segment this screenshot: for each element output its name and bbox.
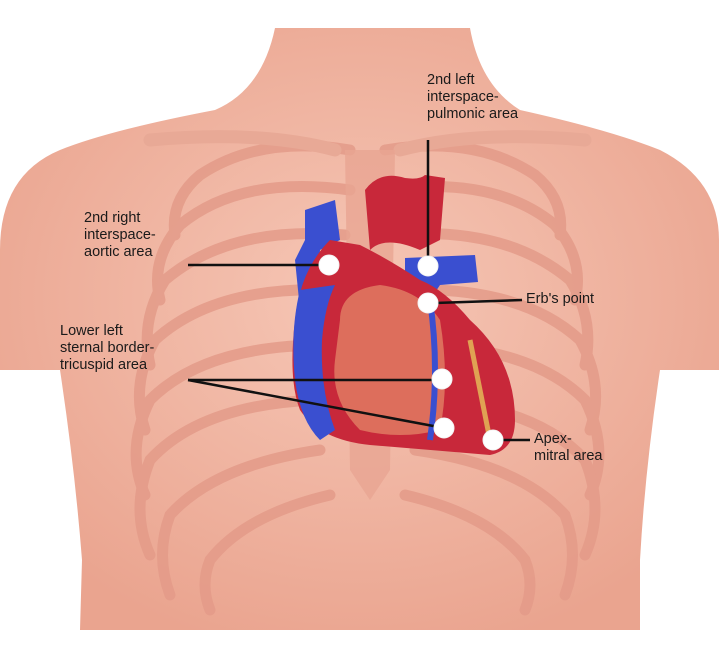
- leader-lines: [187, 140, 530, 442]
- tricuspid-area-lower-marker: [433, 417, 455, 439]
- aortic-area-marker: [318, 254, 340, 276]
- auscultation-markers: [318, 254, 504, 451]
- mitral-area-label: Apex- mitral area: [534, 431, 603, 464]
- pulmonic-area-marker: [417, 255, 439, 277]
- pulmonic-area-label: 2nd left interspace- pulmonic area: [427, 72, 519, 122]
- heart: [292, 175, 515, 455]
- tricuspid-area-upper-marker: [431, 368, 453, 390]
- clavicles: [143, 130, 592, 157]
- mitral-area-marker: [482, 429, 504, 451]
- aortic-area-label: 2nd right interspace- aortic area: [84, 210, 156, 260]
- erbs-point-label: Erb's point: [526, 291, 595, 307]
- erbs-point-marker: [417, 292, 439, 314]
- tricuspid-area-label: Lower left sternal border- tricuspid are…: [60, 323, 155, 373]
